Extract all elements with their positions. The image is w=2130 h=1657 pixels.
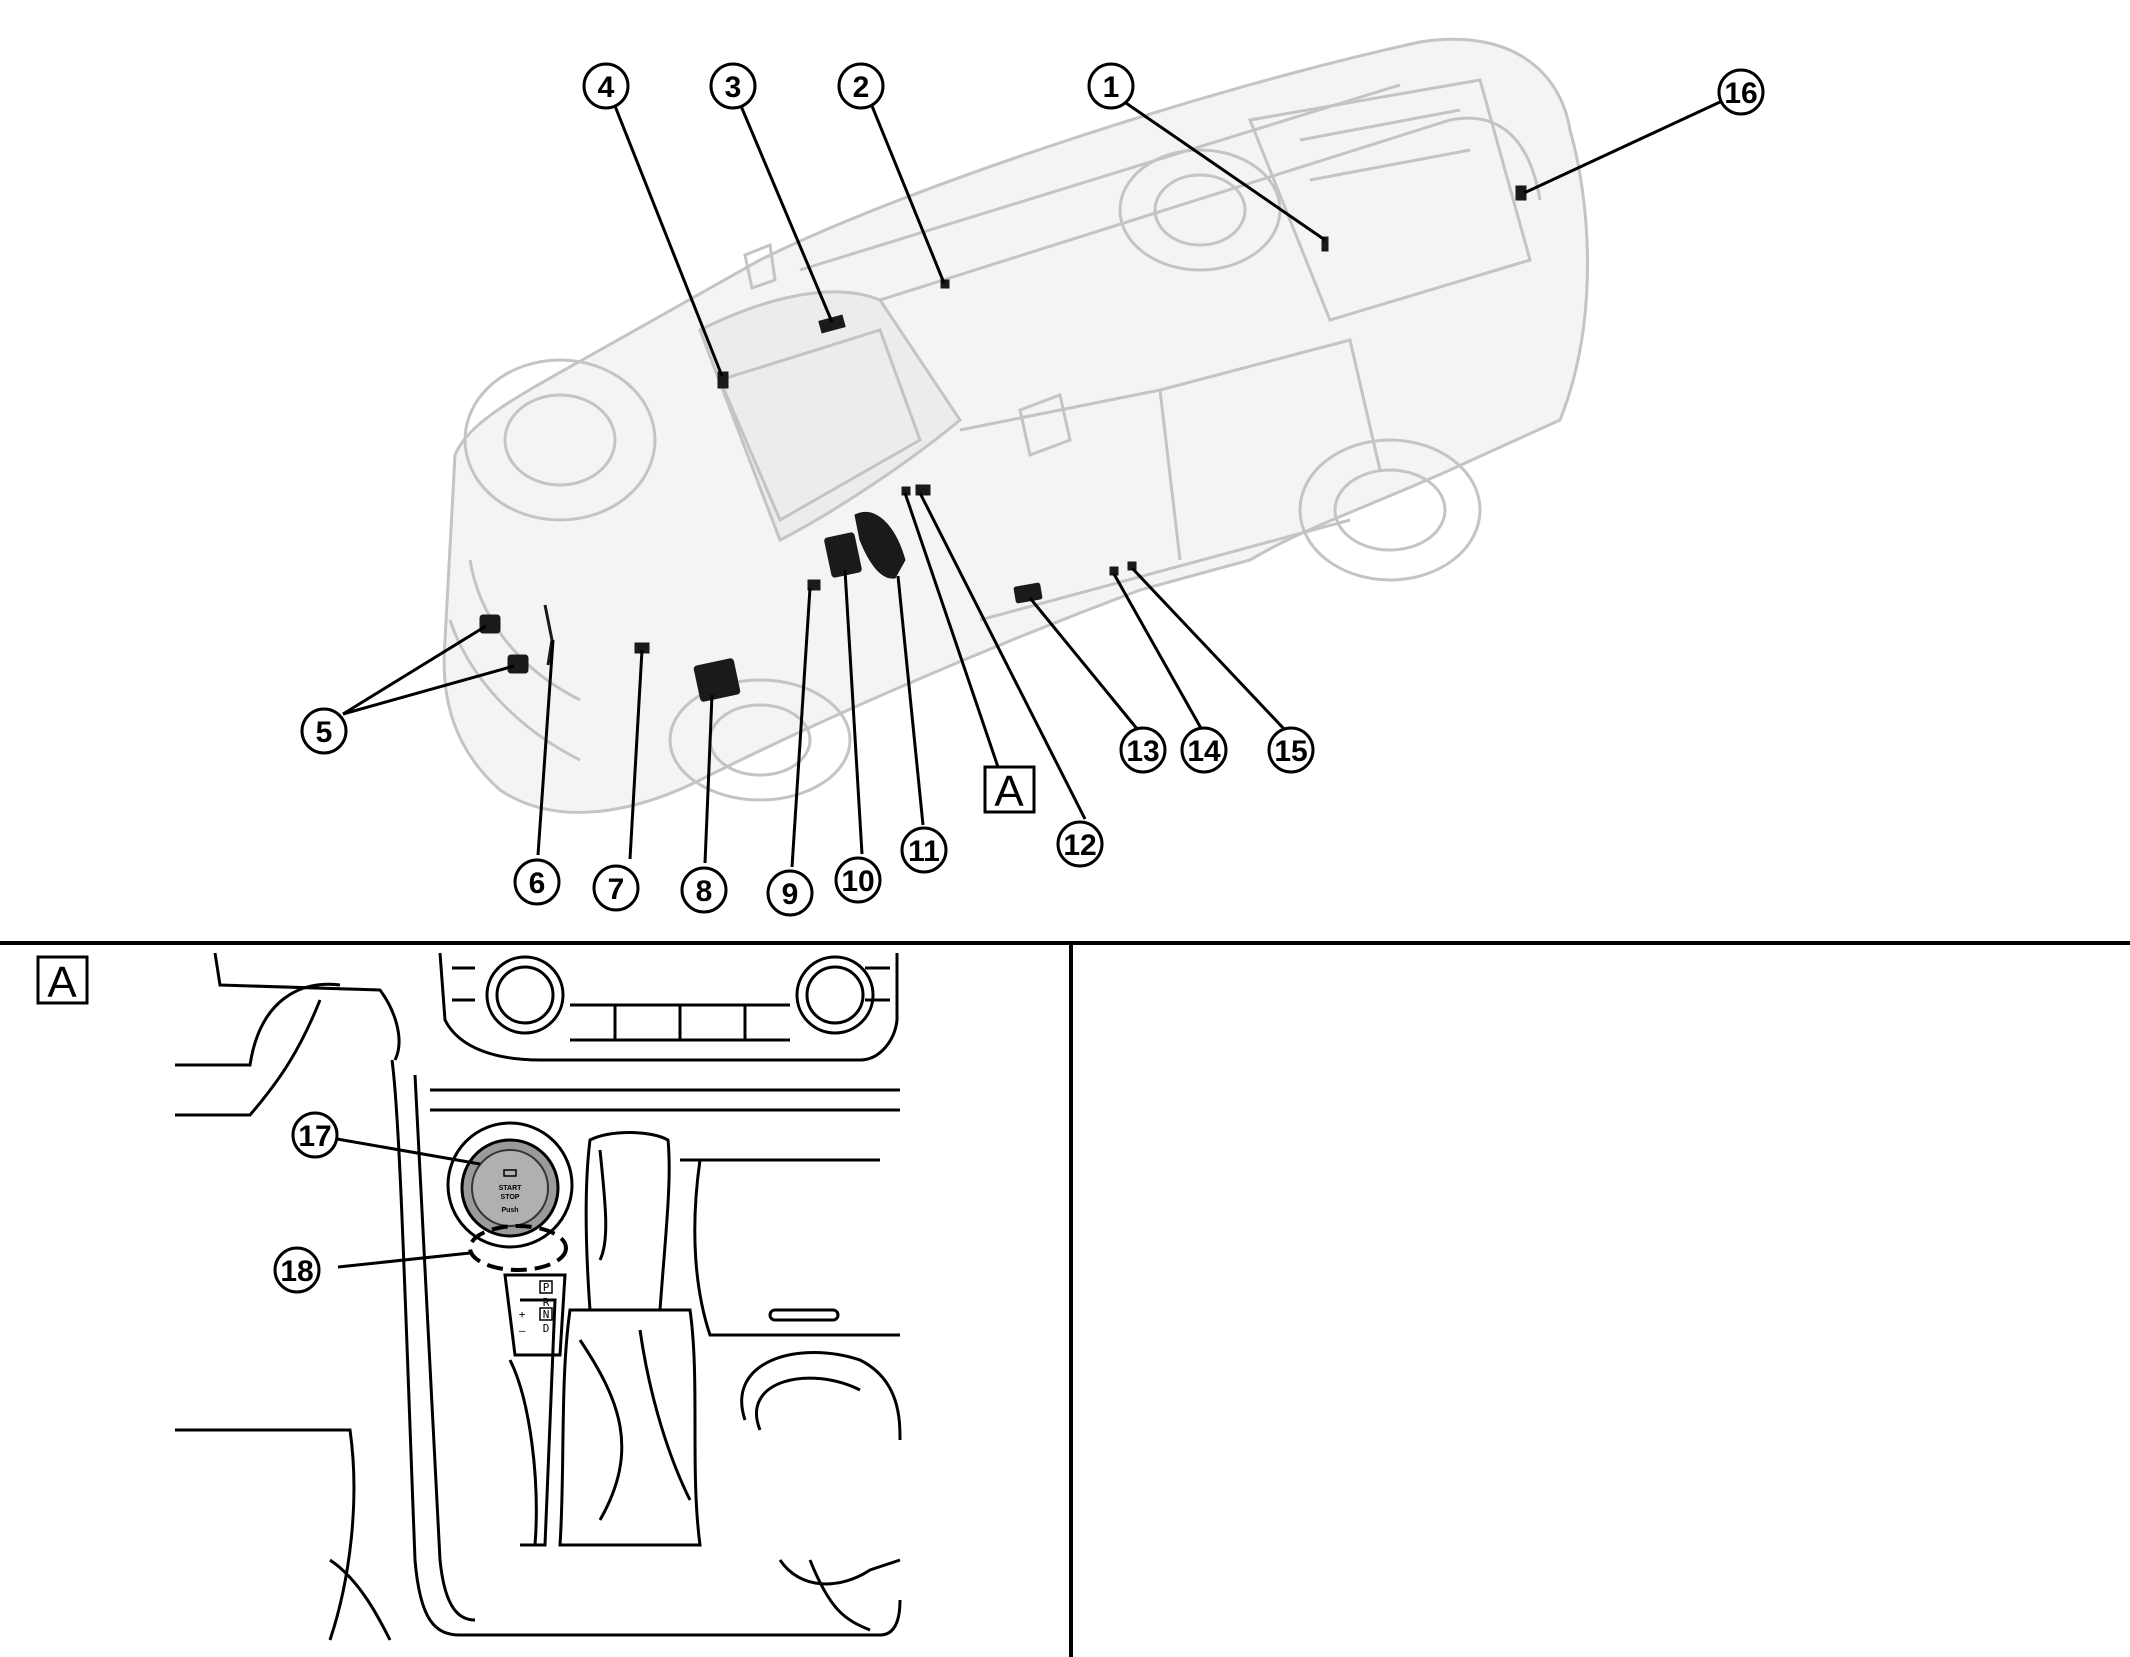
callout-9-label: 9 (782, 878, 799, 911)
detail-panel-label: A (47, 958, 77, 1007)
gear-R: R (543, 1296, 550, 1309)
callout-17: 17 (291, 1111, 339, 1159)
callout-1: 1 (1087, 62, 1135, 110)
callout-8-label: 8 (696, 875, 713, 908)
callout-12: 12 (1056, 820, 1104, 868)
callouts-top: 1 2 3 4 5 6 7 8 (300, 62, 1765, 917)
component-13 (1013, 582, 1043, 604)
callout-12-label: 12 (1063, 829, 1096, 862)
vehicle-ghost-outline (442, 37, 1589, 814)
callout-3-label: 3 (725, 71, 742, 104)
callout-16: 16 (1717, 68, 1765, 116)
component-11 (854, 511, 906, 579)
start-stop-line3: Push (501, 1207, 518, 1214)
callout-4-label: 4 (598, 71, 615, 104)
callout-15-label: 15 (1274, 735, 1307, 768)
component-10 (824, 532, 862, 578)
callout-10: 10 (834, 856, 882, 904)
callout-4: 4 (582, 62, 630, 110)
callout-7: 7 (592, 864, 640, 912)
component-9 (807, 579, 821, 591)
callout-11-label: 11 (908, 835, 940, 868)
callout-8: 8 (680, 866, 728, 914)
gear-indicator: P R N D + – (519, 1280, 553, 1337)
callout-14: 14 (1180, 726, 1228, 774)
gear-P: P (543, 1281, 550, 1294)
component-5a (479, 614, 501, 634)
callout-5: 5 (300, 707, 348, 755)
center-console-drawing (175, 952, 902, 1641)
callout-9: 9 (766, 869, 814, 917)
callout-7-label: 7 (608, 873, 625, 906)
callout-18: 18 (273, 1246, 321, 1294)
callout-1-label: 1 (1103, 71, 1120, 104)
callout-11: 11 (900, 826, 948, 874)
gear-D: D (543, 1322, 550, 1335)
callout-2: 2 (837, 62, 885, 110)
start-stop-button: START STOP Push (446, 1121, 574, 1272)
callout-18-label: 18 (280, 1255, 313, 1288)
component-1 (1321, 236, 1329, 252)
panel-dividers (0, 941, 2130, 1657)
reference-box-a: A (983, 765, 1036, 816)
callout-16-label: 16 (1724, 77, 1757, 110)
shift-minus: – (519, 1324, 526, 1337)
callout-3: 3 (709, 62, 757, 110)
detail-leader-lines (336, 1137, 481, 1269)
component-8 (693, 658, 741, 702)
callout-10-label: 10 (841, 865, 874, 898)
component-5b (507, 654, 529, 674)
reference-box-a-label: A (994, 767, 1024, 816)
component-12 (915, 484, 931, 496)
detail-panel-a: A (36, 952, 902, 1641)
callout-5-label: 5 (316, 716, 333, 749)
callout-2-label: 2 (853, 71, 870, 104)
callout-14-label: 14 (1187, 735, 1221, 768)
callout-6-label: 6 (529, 867, 546, 900)
callout-6: 6 (513, 858, 561, 906)
antenna-ring (468, 1224, 568, 1272)
component-14 (1109, 566, 1119, 576)
start-stop-line1: START (499, 1185, 523, 1192)
gear-N: N (543, 1308, 550, 1321)
callout-13-label: 13 (1126, 735, 1159, 768)
callout-15: 15 (1267, 726, 1315, 774)
callout-13: 13 (1119, 726, 1167, 774)
leader-lines (342, 99, 1721, 868)
shift-plus: + (519, 1308, 526, 1321)
component-4 (717, 371, 729, 389)
vehicle-components (479, 185, 1527, 702)
component-2 (940, 279, 950, 289)
start-stop-line2: STOP (501, 1194, 520, 1201)
callout-17-label: 17 (298, 1120, 331, 1153)
